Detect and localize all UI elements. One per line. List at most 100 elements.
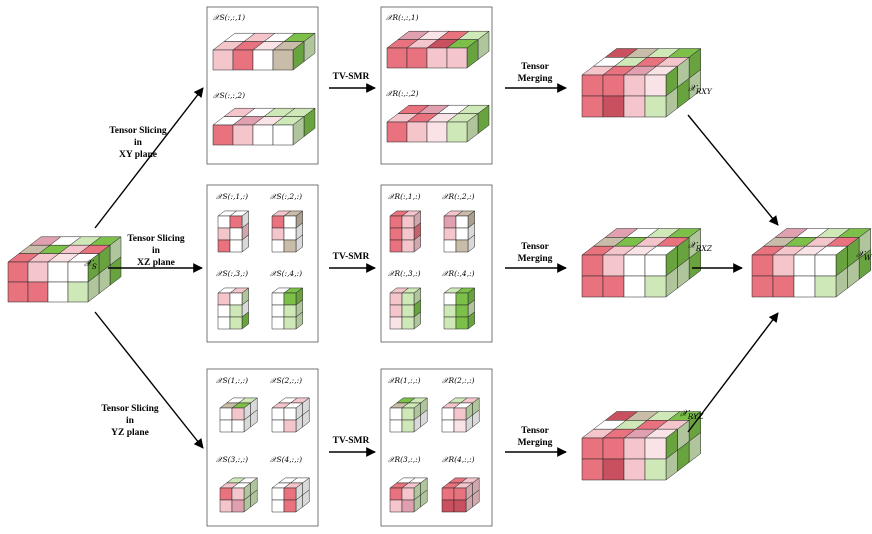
voxel-front-face <box>751 275 774 298</box>
voxel-front-face <box>623 74 646 97</box>
voxel-front-face <box>401 292 415 306</box>
merged-yz-cube <box>581 411 702 481</box>
merged-xy-cube <box>581 48 702 118</box>
voxel-front-face <box>389 304 403 318</box>
voxel-front-face <box>455 304 469 318</box>
merged-xz-cube <box>581 228 702 298</box>
voxel-front-face <box>581 254 604 277</box>
voxel-front-face <box>623 95 646 118</box>
voxel-front-face <box>272 49 294 71</box>
merged-xy-label: 𝒳RXY <box>688 84 713 96</box>
arrow-final-xy <box>687 114 779 226</box>
voxel-front-face <box>271 499 285 513</box>
voxel-front-face <box>446 47 468 69</box>
voxel-front-face <box>644 275 667 298</box>
voxel-front-face <box>455 239 469 253</box>
voxel-front-face <box>772 275 795 298</box>
voxel-front-face <box>271 316 285 330</box>
yz-in-label-2: 𝒳S(2,:,:) <box>270 376 302 385</box>
voxel-front-face <box>644 458 667 481</box>
voxel-front-face <box>252 49 274 71</box>
voxel-front-face <box>7 281 29 303</box>
arrow-to-yz <box>94 311 204 449</box>
voxel-front-face <box>231 419 245 433</box>
xz-in-label-4: 𝒳S(:,4,:) <box>270 269 302 278</box>
voxel-front-face <box>455 227 469 241</box>
voxel-front-face <box>229 227 243 241</box>
voxel-front-face <box>389 407 403 421</box>
voxel-front-face <box>443 316 457 330</box>
voxel-front-face <box>232 124 254 146</box>
voxel-front-face <box>283 487 297 501</box>
voxel-front-face <box>772 254 795 277</box>
merge-yz-line1: Tensor <box>521 426 549 436</box>
voxel-front-face <box>271 239 285 253</box>
voxel-front-face <box>401 487 415 501</box>
voxel-front-face <box>602 74 625 97</box>
voxel-front-face <box>602 275 625 298</box>
voxel-front-face <box>455 215 469 229</box>
voxel-front-face <box>219 499 233 513</box>
voxel-front-face <box>644 437 667 460</box>
voxel-front-face <box>219 407 233 421</box>
merge-xz-line1: Tensor <box>521 242 549 252</box>
voxel-front-face <box>231 407 245 421</box>
xz-slicing-line1: Tensor Slicing <box>127 234 185 244</box>
yz-out-label-3: 𝒳R(3,:,:) <box>388 455 421 464</box>
voxel-front-face <box>443 227 457 241</box>
xy-in-label-1: 𝒳S(:,:,1) <box>213 13 245 22</box>
voxel-front-face <box>389 419 403 433</box>
arrow-final-yz <box>687 312 779 433</box>
yz-slicing-line3: YZ plane <box>111 428 149 438</box>
voxel-front-face <box>644 254 667 277</box>
xz-in-label-1: 𝒳S(:,1,:) <box>216 192 248 201</box>
xz-in-slice-2 <box>271 210 304 253</box>
xy-slicing-line1: Tensor Slicing <box>109 126 167 136</box>
xy-out-slice-1 <box>386 30 490 69</box>
final-tensor-label: 𝒳W <box>856 250 872 262</box>
voxel-front-face <box>426 47 448 69</box>
voxel-front-face <box>443 304 457 318</box>
voxel-front-face <box>212 124 234 146</box>
voxel-front-face <box>271 487 285 501</box>
voxel-front-face <box>623 275 646 298</box>
voxel-front-face <box>283 239 297 253</box>
yz-out-label-2: 𝒳R(2,:,:) <box>442 376 475 385</box>
xz-out-slice-4 <box>443 287 476 330</box>
voxel-front-face <box>27 281 49 303</box>
yz-out-slice-1 <box>389 397 428 433</box>
xz-in-slice-3 <box>217 287 250 330</box>
voxel-front-face <box>232 49 254 71</box>
merge-yz-line2: Merging <box>518 438 553 448</box>
voxel-front-face <box>644 95 667 118</box>
tvsmr-xz-label: TV-SMR <box>333 252 370 262</box>
yz-out-label-4: 𝒳R(4,:,:) <box>442 455 475 464</box>
voxel-front-face <box>453 487 467 501</box>
voxel-front-face <box>453 499 467 513</box>
voxel-front-face <box>229 292 243 306</box>
voxel-front-face <box>581 95 604 118</box>
yz-in-slice-3 <box>219 477 258 513</box>
xz-in-slice-1 <box>217 210 250 253</box>
voxel-front-face <box>581 458 604 481</box>
voxel-front-face <box>217 239 231 253</box>
voxel-front-face <box>581 437 604 460</box>
voxel-front-face <box>455 292 469 306</box>
voxel-front-face <box>283 304 297 318</box>
xz-in-slice-4 <box>271 287 304 330</box>
xy-in-slice-2 <box>212 107 316 146</box>
voxel-front-face <box>389 292 403 306</box>
voxel-front-face <box>389 239 403 253</box>
voxel-front-face <box>453 419 467 433</box>
voxel-front-face <box>793 254 816 277</box>
voxel-front-face <box>443 239 457 253</box>
voxel-front-face <box>272 124 294 146</box>
voxel-front-face <box>455 316 469 330</box>
voxel-front-face <box>602 437 625 460</box>
voxel-front-face <box>623 254 646 277</box>
voxel-front-face <box>441 487 455 501</box>
voxel-front-face <box>271 227 285 241</box>
tvsmr-yz-label: TV-SMR <box>333 436 370 446</box>
voxel-front-face <box>229 215 243 229</box>
